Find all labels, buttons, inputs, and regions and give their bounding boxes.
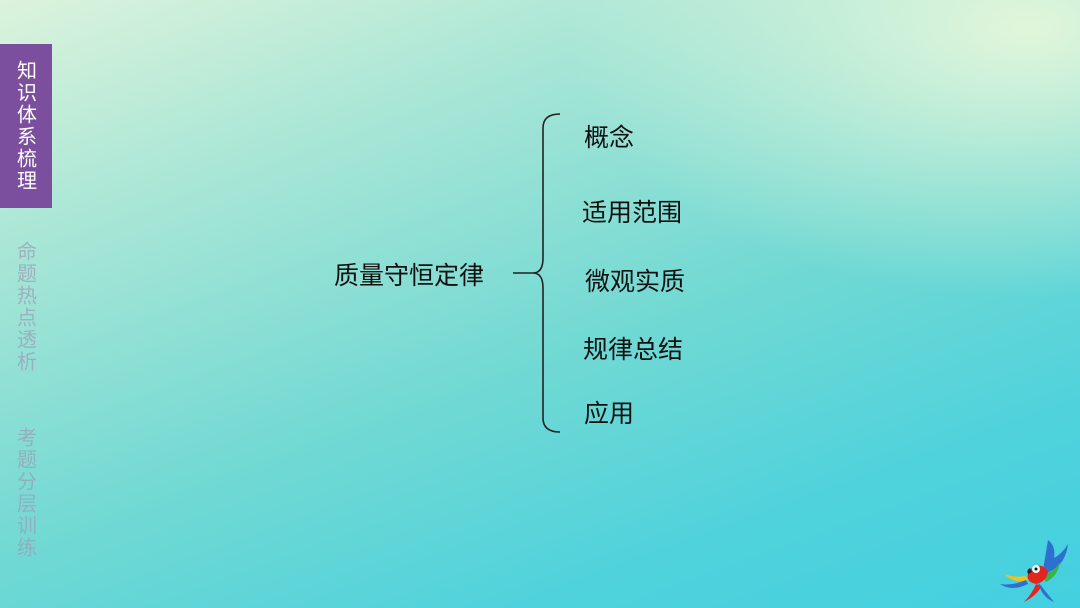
tab-hot-topics[interactable]: 命题热点透析 (13, 241, 38, 373)
mindmap-root: 质量守恒定律 (334, 261, 485, 290)
branch-scope[interactable]: 适用范围 (582, 198, 683, 227)
tab-layered-training[interactable]: 考题分层训练 (13, 427, 38, 559)
tab-knowledge-system[interactable]: 知识体系梳理 (0, 44, 52, 208)
branch-summary[interactable]: 规律总结 (583, 335, 684, 364)
branch-application[interactable]: 应用 (584, 399, 635, 428)
parrot-icon (1000, 540, 1068, 602)
branch-concept[interactable]: 概念 (584, 123, 635, 152)
brace-connector (513, 113, 561, 433)
branch-micro-essence[interactable]: 微观实质 (585, 267, 686, 296)
background-glow (560, 0, 1080, 300)
